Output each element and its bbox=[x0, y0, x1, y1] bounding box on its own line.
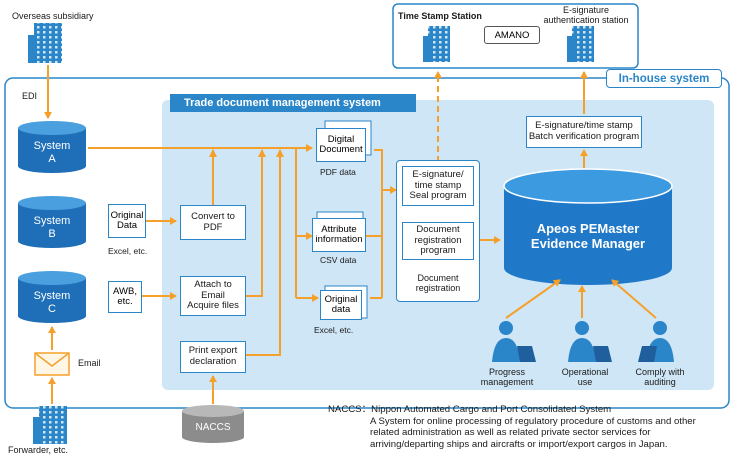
esig-auth-label: E-signature authentication station bbox=[543, 5, 629, 25]
database-cylinder-icon bbox=[18, 196, 86, 248]
digital-document-doc: Digital Document bbox=[316, 128, 366, 162]
inhouse-system-label: In-house system bbox=[606, 69, 722, 88]
doc-registration-label: Document registration bbox=[415, 273, 461, 293]
trade-system-title: Trade document management system bbox=[170, 94, 416, 112]
naccs-label: NACCS bbox=[195, 422, 231, 433]
system-c-label: System C bbox=[33, 290, 71, 315]
envelope-icon bbox=[34, 352, 70, 376]
excel-c-label: Excel, etc. bbox=[314, 325, 354, 335]
original-data-doc: Original data bbox=[320, 290, 362, 320]
original-data-label: Original data bbox=[324, 293, 358, 315]
print-export-box: Print export declaration bbox=[180, 341, 246, 373]
original-data-b-label: Original Data bbox=[110, 209, 144, 231]
attribute-info-doc: Attribute information bbox=[312, 218, 366, 252]
email-label: Email bbox=[78, 358, 101, 368]
database-cylinder-icon bbox=[18, 121, 86, 173]
attach-label: Attach to Email Acquire files bbox=[187, 278, 239, 312]
note-line: arriving/departing ships and aircrafts o… bbox=[370, 439, 668, 451]
awb-doc: AWB, etc. bbox=[108, 281, 142, 313]
edi-label: EDI bbox=[22, 91, 38, 101]
building-icon bbox=[423, 26, 450, 62]
digital-doc-label: Digital Document bbox=[319, 133, 363, 155]
original-data-b-doc: Original Data bbox=[108, 204, 146, 238]
progress-label: Progress management bbox=[480, 367, 534, 387]
apeos-label: Apeos PEMaster Evidence Manager bbox=[530, 221, 646, 251]
print-label: Print export declaration bbox=[188, 345, 238, 367]
awb-label: AWB, etc. bbox=[113, 285, 137, 307]
esig-seal-label: E-signature/ time stamp Seal program bbox=[409, 168, 467, 202]
doc-reg-prog-label: Document registration program bbox=[414, 223, 462, 257]
forwarder-label: Forwarder, etc. bbox=[8, 445, 69, 455]
esig-seal-box: E-signature/ time stamp Seal program bbox=[402, 166, 474, 206]
naccs-note: NACCS：Nippon Automated Cargo and Port Co… bbox=[328, 404, 728, 451]
pdf-data-label: PDF data bbox=[320, 167, 356, 177]
note-line: related administration as well as relate… bbox=[370, 427, 651, 439]
person-at-laptop-icon bbox=[638, 321, 674, 362]
comply-label: Comply with auditing bbox=[635, 367, 685, 387]
batch-verification-box: E-signature/time stamp Batch verificatio… bbox=[526, 116, 642, 148]
database-cylinder-icon bbox=[503, 168, 673, 285]
attach-email-box: Attach to Email Acquire files bbox=[180, 276, 246, 316]
attr-info-label: Attribute information bbox=[315, 223, 363, 245]
time-stamp-station-label: Time Stamp Station bbox=[398, 11, 482, 21]
operational-label: Operational use bbox=[561, 367, 609, 387]
person-at-laptop-icon bbox=[492, 321, 536, 362]
csv-data-label: CSV data bbox=[320, 255, 357, 265]
database-cylinder-icon bbox=[18, 271, 86, 323]
building-icon bbox=[28, 23, 62, 63]
system-a-label: System A bbox=[33, 140, 71, 165]
doc-reg-program-box: Document registration program bbox=[402, 222, 474, 260]
amano-badge: AMANO bbox=[484, 26, 540, 44]
overseas-subsidiary-label: Overseas subsidiary bbox=[12, 11, 94, 21]
convert-to-pdf-box: Convert to PDF bbox=[180, 205, 246, 240]
person-at-laptop-icon bbox=[568, 321, 612, 362]
excel-b-label: Excel, etc. bbox=[108, 246, 148, 256]
batch-label: E-signature/time stamp Batch verificatio… bbox=[528, 120, 640, 142]
database-cylinder-icon bbox=[182, 405, 244, 443]
note-line: A System for online processing of regula… bbox=[370, 415, 696, 427]
building-icon bbox=[33, 406, 67, 444]
convert-label: Convert to PDF bbox=[191, 210, 235, 233]
note-head: NACCS：Nippon Automated Cargo and Port Co… bbox=[328, 404, 612, 415]
building-icon bbox=[567, 26, 594, 62]
system-b-label: System B bbox=[33, 215, 71, 240]
